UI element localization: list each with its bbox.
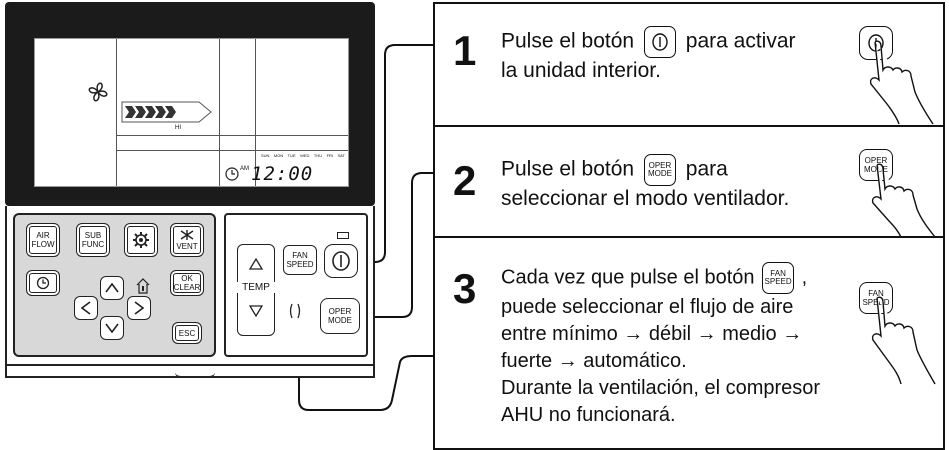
lcd-fan-speed-bar: [121, 101, 212, 123]
lcd-day: SUN: [261, 153, 270, 158]
clock-icon: [36, 276, 50, 290]
lcd-fan-speed-label: HI: [175, 125, 181, 131]
step-text-line2: seleccionar el modo ventilador.: [501, 187, 790, 210]
home-icon: [136, 278, 150, 294]
power-icon: [332, 251, 350, 271]
lcd-screen: HI SUN MON TUE WED THU FRI SAT AM 12:00: [34, 38, 349, 187]
step-text-line4: fuerte → automático.: [501, 350, 687, 372]
gear-icon: [133, 232, 149, 248]
pointing-hand-icon: [869, 40, 934, 125]
air-flow-button[interactable]: AIR FLOW: [26, 223, 60, 257]
step-text: Cada vez que pulse el botón FAN SPEED , …: [501, 262, 820, 429]
sub-func-button[interactable]: SUB FUNC: [76, 223, 110, 257]
step-text-before: Pulse el botón: [501, 29, 635, 53]
connector-step2: [364, 172, 433, 318]
lcd-clock-icon: [225, 167, 239, 181]
step-2: 2 Pulse el botón OPER MODE para seleccio…: [433, 125, 945, 238]
step-text: Pulse el botón para activar la unidad in…: [501, 26, 796, 84]
temp-up-button[interactable]: [249, 258, 263, 270]
step-number: 1: [453, 27, 477, 74]
step-text-before: Cada vez que pulse el botón: [501, 266, 755, 289]
step-text-after: para: [685, 157, 728, 181]
step-text-line2: la unidad interior.: [501, 59, 661, 82]
inline-oper-mode-button: OPER MODE: [643, 154, 676, 186]
power-button[interactable]: [324, 244, 358, 278]
chevron-left-icon: [81, 301, 91, 315]
lcd-day: TUE: [287, 153, 296, 158]
lcd-day: SAT: [337, 153, 345, 158]
step-number: 3: [453, 265, 477, 312]
power-indicator: [337, 232, 349, 239]
step-text-after: para activar: [685, 29, 796, 53]
step-text-before: Pulse el botón: [501, 157, 635, 181]
connector-step1: [352, 44, 433, 263]
pointing-hand-icon: [871, 296, 936, 385]
step-number: 2: [453, 157, 477, 204]
lcd-time: 12:00: [251, 163, 314, 185]
right-arrow-button[interactable]: [127, 296, 151, 320]
lcd-day: FRI: [326, 153, 334, 158]
step-1: 1 Pulse el botón para activar la unidad …: [433, 2, 945, 127]
power-icon: [652, 33, 668, 51]
step-text-line5: Durante la ventilación, el compresor: [501, 377, 821, 399]
sensor-icon: [289, 303, 301, 319]
lcd-day: MON: [273, 153, 284, 158]
lcd-day: WED: [300, 153, 310, 158]
step-text-line6: AHU no funcionará.: [501, 404, 676, 426]
step-text-line2: puede seleccionar el flujo de aire: [501, 296, 794, 318]
timer-button[interactable]: [26, 270, 60, 296]
lcd-day: THU: [313, 153, 323, 158]
ok-clear-button[interactable]: OK CLEAR: [170, 270, 204, 296]
step-text-line3: entre mínimo → débil → medio →: [501, 323, 803, 345]
vent-icon: [180, 229, 194, 240]
fan-speed-button[interactable]: FAN SPEED: [283, 245, 317, 275]
step-3: 3 Cada vez que pulse el botón FAN SPEED …: [433, 236, 945, 450]
temp-down-button[interactable]: [249, 305, 263, 317]
esc-button[interactable]: ESC: [172, 322, 202, 344]
chevron-right-icon: [134, 301, 144, 315]
vent-button[interactable]: VENT: [170, 223, 204, 257]
connector-step3: [298, 275, 433, 411]
step-text: Pulse el botón OPER MODE para selecciona…: [501, 154, 789, 212]
inline-power-button: [643, 26, 676, 58]
left-arrow-button[interactable]: [74, 296, 98, 320]
lcd-days: SUN MON TUE WED THU FRI SAT: [261, 153, 345, 158]
chevron-down-icon: [105, 323, 119, 333]
hand-oper-mode-label: OPER MODE: [859, 149, 893, 181]
pointing-hand-icon: [871, 163, 936, 238]
step-text-after: ,: [801, 266, 808, 289]
down-arrow-button[interactable]: [100, 316, 124, 340]
up-arrow-button[interactable]: [100, 276, 124, 300]
temp-label: TEMP: [235, 282, 277, 293]
hand-fan-speed-label: FAN SPEED: [859, 282, 893, 314]
settings-button[interactable]: [124, 223, 158, 257]
controller-notch: [175, 372, 215, 378]
lcd-fan-icon: [88, 82, 108, 102]
lcd-am-label: AM: [240, 166, 249, 172]
oper-mode-button[interactable]: OPER MODE: [320, 298, 360, 334]
chevron-up-icon: [105, 283, 119, 293]
inline-fan-speed-button: FAN SPEED: [762, 262, 795, 294]
